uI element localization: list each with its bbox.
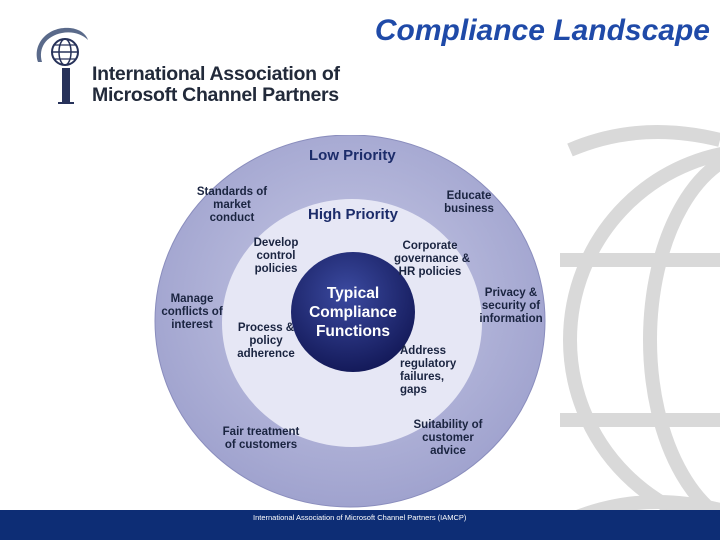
label-line: interest	[158, 319, 226, 332]
inner-item-corporate-governance: Corporate governance & HR policies	[394, 240, 466, 279]
label-line: Privacy &	[476, 287, 546, 300]
label-line: security of	[476, 300, 546, 313]
outer-item-fair-treatment: Fair treatment of customers	[220, 426, 302, 452]
label-line: Suitability of	[410, 419, 486, 432]
label-line: failures,	[400, 371, 456, 384]
label-line: customer	[410, 432, 486, 445]
label-line: adherence	[234, 348, 298, 361]
label-line: regulatory	[400, 358, 456, 371]
label-line: conduct	[190, 212, 274, 225]
footer-text: International Association of Microsoft C…	[253, 513, 466, 522]
label-line: advice	[410, 445, 486, 458]
label-line: policies	[246, 263, 306, 276]
label-line: Standards of	[190, 186, 274, 199]
label-line: Educate	[434, 190, 504, 203]
inner-item-develop-control: Develop control policies	[246, 237, 306, 276]
label-line: HR policies	[394, 266, 466, 279]
outer-item-standards: Standards of market conduct	[190, 186, 274, 225]
label-line: Develop	[246, 237, 306, 250]
inner-item-address-regulatory: Address regulatory failures, gaps	[400, 345, 456, 397]
center-title: Typical Compliance Functions	[305, 284, 401, 341]
outer-ring-title: Low Priority	[309, 147, 396, 164]
label-line: Process &	[234, 322, 298, 335]
label-line: governance &	[394, 253, 466, 266]
background-globe-icon	[560, 110, 720, 510]
outer-item-educate: Educate business	[434, 190, 504, 216]
label-line: information	[476, 313, 546, 326]
outer-item-privacy: Privacy & security of information	[476, 287, 546, 326]
logo-line-1: International Association of	[92, 64, 340, 85]
compliance-diagram: Low Priority High Priority Typical Compl…	[150, 135, 550, 515]
label-line: control	[246, 250, 306, 263]
outer-item-suitability: Suitability of customer advice	[410, 419, 486, 458]
logo-line-2: Microsoft Channel Partners	[92, 85, 340, 106]
inner-item-process-policy: Process & policy adherence	[234, 322, 298, 361]
label-line: Address	[400, 345, 456, 358]
label-line: Manage	[158, 293, 226, 306]
outer-item-manage-conflicts: Manage conflicts of interest	[158, 293, 226, 332]
label-line: policy	[234, 335, 298, 348]
label-line: of customers	[220, 439, 302, 452]
label-line: Corporate	[394, 240, 466, 253]
label-line: gaps	[400, 384, 456, 397]
center-line-3: Functions	[305, 322, 401, 341]
label-line: business	[434, 203, 504, 216]
center-line-1: Typical	[305, 284, 401, 303]
label-line: Fair treatment	[220, 426, 302, 439]
label-line: conflicts of	[158, 306, 226, 319]
inner-ring-title: High Priority	[308, 206, 398, 223]
iamcp-logo-icon	[30, 22, 90, 106]
center-line-2: Compliance	[305, 303, 401, 322]
label-line: market	[190, 199, 274, 212]
slide-title: Compliance Landscape	[290, 14, 710, 48]
logo-wordmark: International Association of Microsoft C…	[92, 64, 340, 106]
